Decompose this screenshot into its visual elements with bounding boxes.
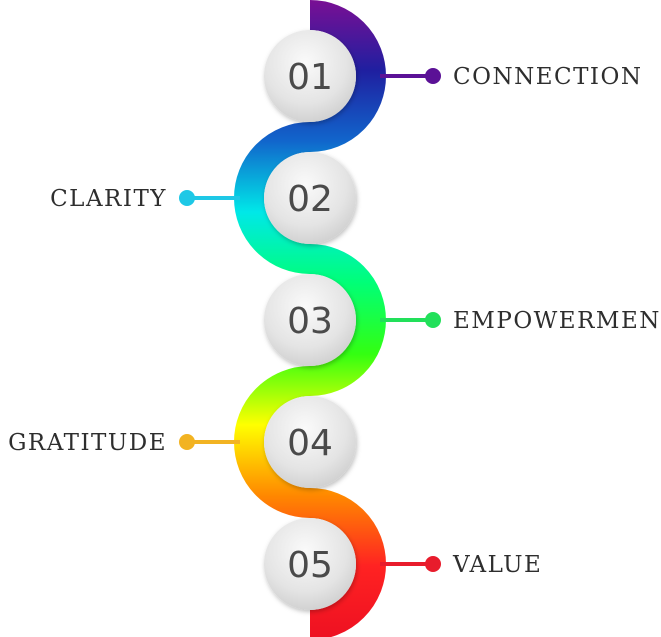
step-number-circle: 01 bbox=[264, 30, 356, 122]
step-number: 04 bbox=[287, 423, 333, 464]
connector-dot bbox=[425, 312, 441, 328]
step-label: CONNECTION bbox=[453, 64, 643, 90]
step-number: 03 bbox=[287, 301, 333, 342]
connector-dot bbox=[425, 68, 441, 84]
step-connector: CLARITY bbox=[50, 186, 240, 212]
number-disc bbox=[264, 152, 356, 244]
number-disc bbox=[264, 274, 356, 366]
step-number: 01 bbox=[287, 57, 333, 98]
connector-dot bbox=[179, 434, 195, 450]
wave-ribbon bbox=[234, 0, 386, 637]
step-label: CLARITY bbox=[50, 186, 167, 212]
connector-dot bbox=[425, 556, 441, 572]
step-connector: EMPOWERMENT bbox=[380, 308, 661, 334]
connector-dot bbox=[179, 190, 195, 206]
number-disc bbox=[264, 30, 356, 122]
step-number-circle: 04 bbox=[264, 396, 356, 488]
step-number-circle: 05 bbox=[264, 518, 356, 610]
step-label: EMPOWERMENT bbox=[453, 308, 661, 334]
step-number-circle: 03 bbox=[264, 274, 356, 366]
step-number-circle: 02 bbox=[264, 152, 356, 244]
step-connector: CONNECTION bbox=[380, 64, 643, 90]
step-number: 02 bbox=[287, 179, 333, 220]
number-disc bbox=[264, 396, 356, 488]
step-connector: GRATITUDE bbox=[8, 430, 240, 456]
step-label: VALUE bbox=[452, 552, 542, 578]
step-label: GRATITUDE bbox=[8, 430, 167, 456]
number-disc bbox=[264, 518, 356, 610]
step-number: 05 bbox=[287, 545, 333, 586]
step-connector: VALUE bbox=[380, 552, 542, 578]
